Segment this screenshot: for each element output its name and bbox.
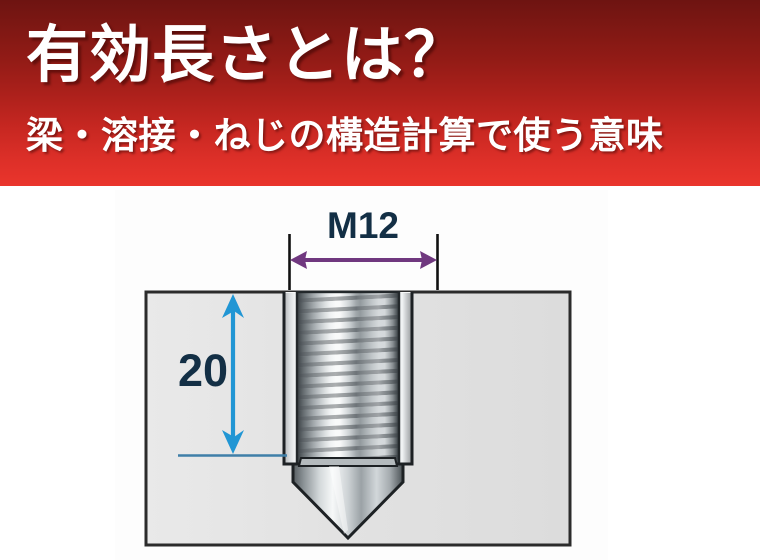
dim20-label: 20	[178, 345, 228, 396]
thread-ridge	[297, 276, 399, 288]
bolt-cross-section-diagram: M12	[144, 205, 572, 547]
dim20-arrowhead-top	[222, 294, 244, 318]
bolt-cylindrical-sheen	[297, 292, 399, 464]
page-subtitle: 梁・溶接・ねじの構造計算で使う意味	[26, 115, 664, 156]
dimension-20: 20	[178, 294, 287, 457]
cone-collar	[297, 457, 399, 467]
cone-highlight	[329, 466, 348, 534]
m12-dimension-label: M12	[327, 205, 399, 246]
m12-arrowhead-right	[420, 251, 437, 269]
dim20-arrowhead-bottom	[222, 430, 244, 454]
header-banner: 有効長さとは？ 梁・溶接・ねじの構造計算で使う意味	[0, 0, 760, 186]
bolt-threads	[297, 276, 399, 464]
page-title: 有効長さとは？	[26, 21, 468, 90]
dimension-m12: M12	[288, 205, 439, 290]
bolt-cone-tip	[291, 457, 405, 541]
m12-arrowhead-left	[290, 251, 307, 269]
threaded-bolt	[295, 276, 401, 466]
diagram-panel: M12	[115, 190, 608, 560]
